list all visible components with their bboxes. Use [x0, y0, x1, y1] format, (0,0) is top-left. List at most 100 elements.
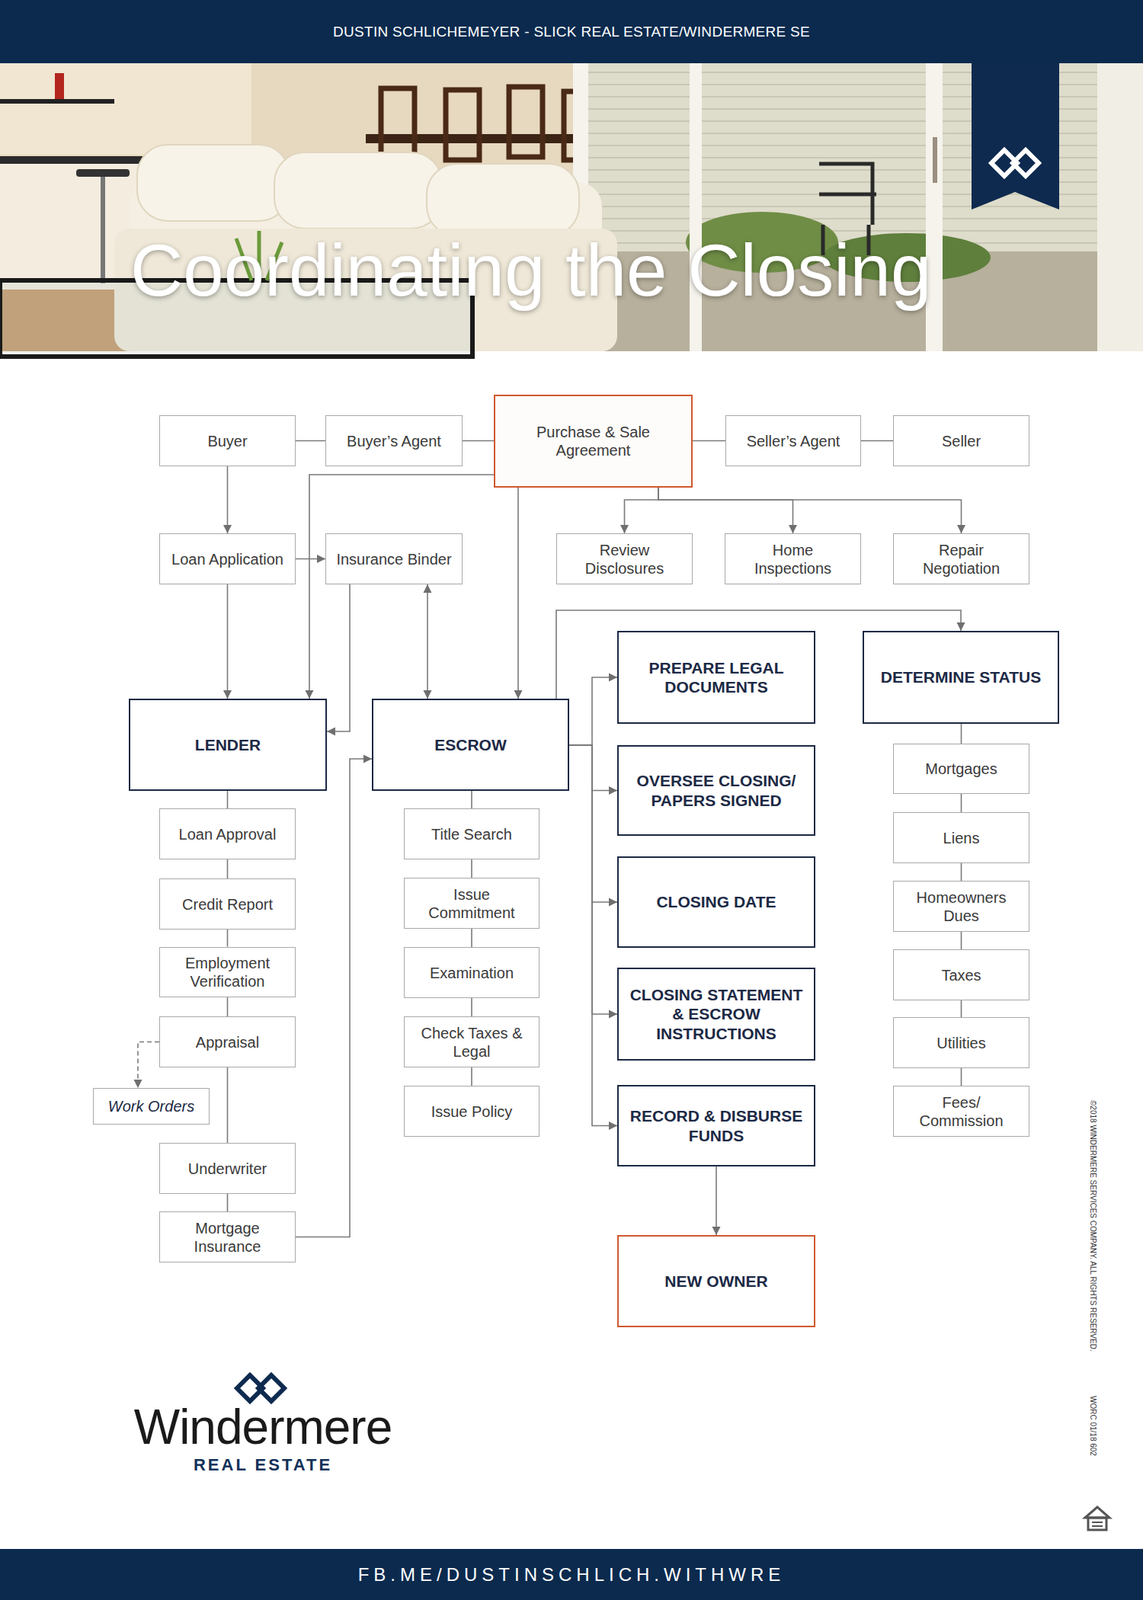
arrow-head	[223, 690, 232, 699]
connector-arrow	[569, 745, 618, 1131]
arrow-head	[423, 584, 433, 593]
process-box: PREPARE LEGAL DOCUMENTS	[617, 630, 816, 724]
arrow-head	[305, 690, 314, 699]
connector-path	[470, 790, 473, 809]
node-text: Check Taxes & Legal	[412, 1024, 532, 1061]
connector-path	[470, 998, 473, 1017]
node-text: Buyer	[167, 432, 288, 451]
connector-path	[227, 929, 229, 948]
process-box: Insurance Binder	[325, 533, 463, 585]
connector-path	[470, 859, 473, 878]
process-box: Issue Policy	[403, 1085, 540, 1137]
sofa-cushion	[137, 144, 290, 221]
process-box: Buyer	[159, 415, 296, 467]
connector-path	[569, 677, 618, 746]
node-text: Insurance Binder	[333, 550, 455, 569]
node-text: Issue Policy	[412, 1102, 532, 1121]
node-text: DETERMINE STATUS	[870, 667, 1052, 687]
arrow-head	[134, 1079, 143, 1089]
arrow-head	[423, 690, 433, 699]
process-box: Purchase & Sale Agreement	[493, 394, 693, 488]
process-box: CLOSING DATE	[617, 856, 816, 948]
connector-path	[309, 474, 494, 699]
node-text: Issue Commitment	[412, 885, 532, 923]
connector-line	[960, 1068, 962, 1086]
connector-path	[227, 1067, 229, 1143]
kitchen-cabinet	[0, 63, 252, 155]
process-box: Review Disclosures	[556, 533, 693, 585]
connector-path	[227, 790, 229, 809]
node-text: RECORD & DISBURSE FUNDS	[624, 1106, 808, 1145]
equal-bar	[1091, 1525, 1103, 1528]
process-box: Credit Report	[159, 878, 296, 930]
process-box: NEW OWNER	[617, 1235, 816, 1328]
connector-path	[960, 794, 963, 813]
process-box: OVERSEE CLOSING/ PAPERS SIGNED	[617, 745, 816, 836]
process-box: LENDER	[128, 698, 327, 791]
connector-arrow	[569, 673, 618, 746]
sofa-cushion	[274, 152, 442, 229]
node-text: Title Search	[412, 825, 532, 844]
process-box: Underwriter	[159, 1143, 296, 1195]
connector-path	[462, 440, 494, 442]
door-handle	[932, 137, 938, 183]
process-box: Loan Application	[159, 533, 296, 585]
connector-path	[227, 466, 229, 534]
arrow-head	[608, 1121, 618, 1131]
node-text: ESCROW	[379, 735, 562, 755]
process-box: RECORD & DISBURSE FUNDS	[617, 1085, 816, 1167]
connector-path	[295, 440, 326, 442]
node-text: Loan Application	[167, 550, 288, 569]
process-box: Seller’s Agent	[725, 415, 862, 467]
kitchen-item	[54, 73, 65, 100]
house-roof	[1085, 1507, 1110, 1518]
connector-path	[470, 1067, 473, 1086]
node-text: Mortgages	[901, 759, 1022, 779]
process-box: Check Taxes & Legal	[403, 1016, 540, 1068]
node-text: PREPARE LEGAL DOCUMENTS	[624, 658, 808, 697]
connector-line	[227, 929, 228, 948]
arrow-head	[608, 1010, 618, 1019]
connector-line	[861, 440, 894, 442]
connector-arrow	[569, 745, 618, 907]
connector-line	[227, 790, 228, 809]
process-box: Taxes	[893, 949, 1030, 1001]
copyright-note: ©2018 WINDERMERE SERVICES COMPANY. ALL R…	[1088, 1100, 1098, 1352]
connector-line	[471, 928, 473, 948]
node-text: CLOSING DATE	[624, 892, 808, 912]
process-box: Homeowners Dues	[893, 880, 1030, 932]
equal-bar	[1091, 1521, 1103, 1524]
sofa-cushion	[426, 163, 580, 237]
connector-path	[470, 928, 473, 948]
connector-arrow	[569, 745, 618, 1019]
footer-url: FB.ME/DUSTINSCHLICH.WITHWRE	[0, 1549, 1143, 1600]
process-box: Buyer’s Agent	[325, 415, 463, 467]
kitchen-counter	[0, 99, 115, 104]
node-text: Utilities	[901, 1034, 1022, 1053]
brand-tagline: REAL ESTATE	[114, 1455, 412, 1476]
node-text: CLOSING STATEMENT & ESCROW INSTRUCTIONS	[624, 985, 808, 1044]
connector-path	[960, 723, 963, 744]
node-text: Employment Verification	[167, 954, 288, 991]
connector-line	[960, 931, 962, 950]
process-box: DETERMINE STATUS	[862, 630, 1060, 724]
dining-chair	[381, 88, 415, 159]
connector-line	[227, 997, 228, 1018]
connector-line	[960, 794, 962, 813]
node-text: Work Orders	[99, 1097, 203, 1116]
door-frame	[1097, 63, 1143, 352]
connector-line	[960, 1000, 962, 1018]
connector-arrow	[295, 554, 326, 564]
connector-path	[426, 584, 429, 699]
connector-path	[326, 584, 350, 732]
logo-icon	[236, 1375, 285, 1402]
connector-path	[960, 863, 963, 881]
connector-path	[658, 487, 962, 534]
connector-path	[624, 487, 660, 534]
connector-path	[295, 758, 372, 1238]
node-text: Seller	[901, 432, 1022, 451]
connector-arrow	[569, 745, 618, 795]
process-box: CLOSING STATEMENT & ESCROW INSTRUCTIONS	[617, 967, 816, 1061]
connector-line	[227, 1194, 228, 1212]
node-text: Repair Negotiation	[901, 541, 1022, 578]
